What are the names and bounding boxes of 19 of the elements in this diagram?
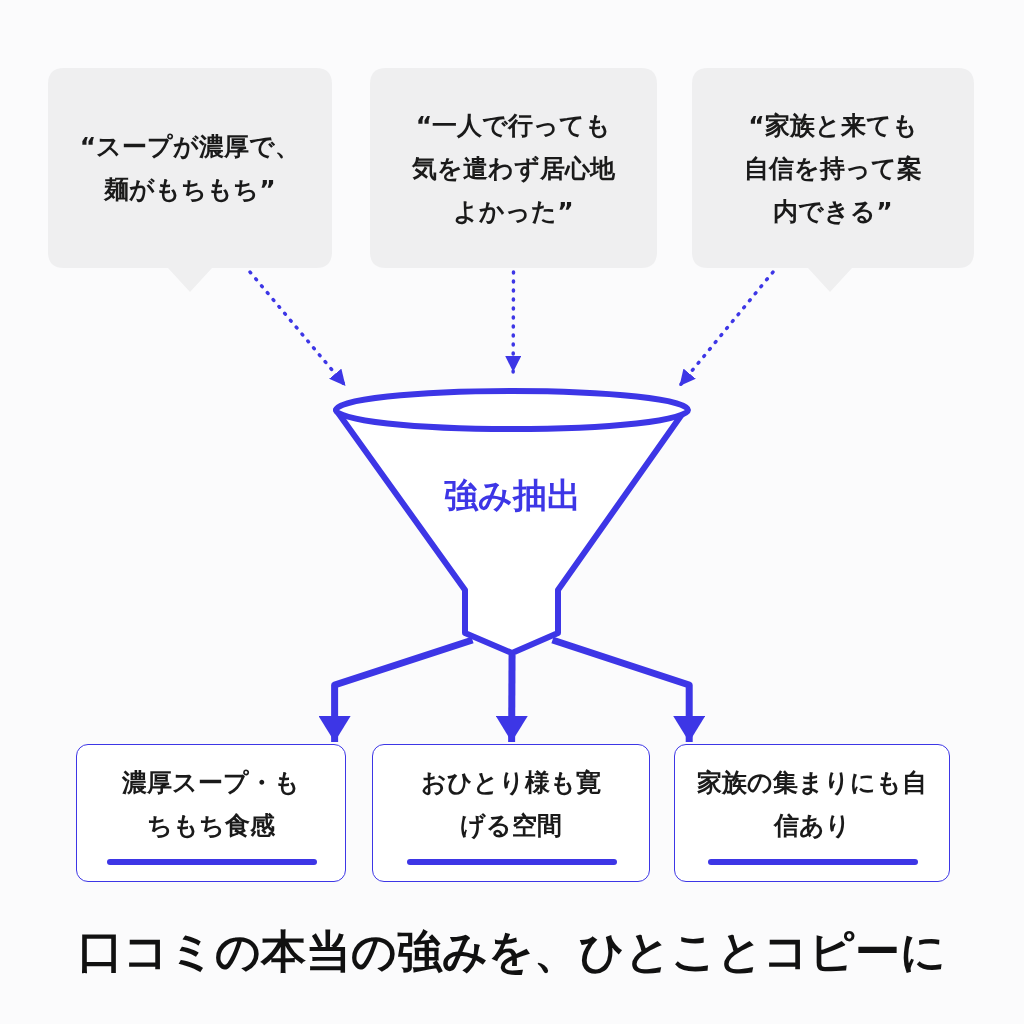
arrow bbox=[551, 636, 706, 742]
quote-text: “一人で行っても気を遣わず居心地よかった” bbox=[411, 109, 616, 228]
dotted-arrow bbox=[677, 270, 775, 388]
result-box bbox=[76, 744, 346, 882]
caption: 口コミの本当の強みを、ひとことコピーに bbox=[77, 924, 947, 980]
result-text: おひとり様も寛げる空間 bbox=[420, 767, 602, 842]
arrow bbox=[318, 636, 474, 742]
funnel-label: 強み抽出 bbox=[443, 474, 582, 517]
result-box bbox=[674, 744, 950, 882]
quote-text: “家族と来ても自信を持って案内できる” bbox=[743, 109, 923, 228]
quote-text: “スープが濃厚で、麺がもちもち” bbox=[78, 131, 302, 206]
dotted-arrow bbox=[248, 270, 348, 388]
dotted-arrow bbox=[505, 270, 522, 374]
speech-bubble bbox=[692, 68, 974, 292]
arrow bbox=[495, 655, 528, 742]
speech-bubble bbox=[48, 68, 332, 292]
result-text: 家族の集まりにも自信あり bbox=[696, 767, 928, 842]
result-box bbox=[372, 744, 650, 882]
result-text: 濃厚スープ・もちもち食感 bbox=[121, 767, 301, 842]
